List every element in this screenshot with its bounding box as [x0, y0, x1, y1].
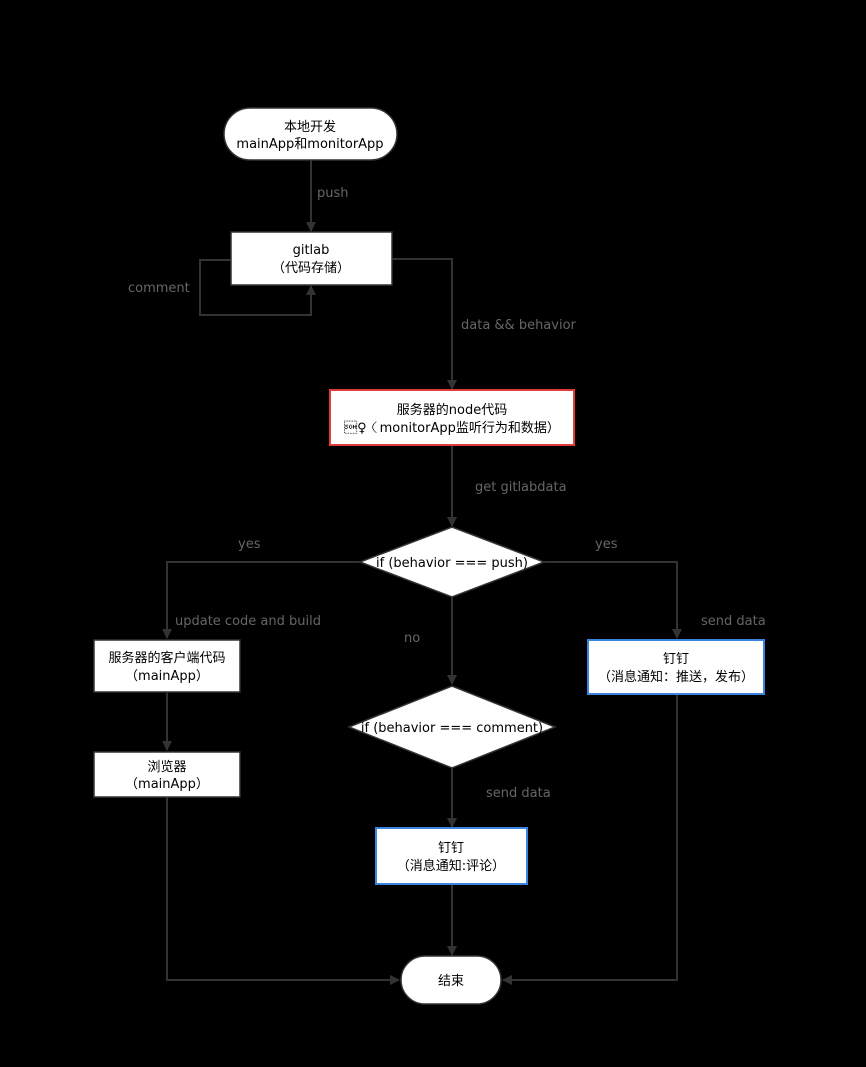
edge-decision-dingding-push [544, 561, 682, 639]
client-code-node: 服务器的客户端代码 （mainApp） [93, 639, 241, 693]
decision-comment-text: if (behavior === comment) [361, 721, 543, 736]
dingding-comment-line-1: 钉钉 [438, 841, 464, 856]
gitlab-node-line-1: gitlab [293, 243, 330, 258]
browser-line-2: （mainApp） [125, 777, 209, 792]
client-code-line-2: （mainApp） [125, 669, 209, 684]
edge-label-comment: comment [128, 281, 190, 296]
edge-gitlab-comment-loop [199, 259, 316, 316]
edge-label-no: no [404, 631, 420, 646]
start-node-line-2: mainApp和monitorApp [236, 137, 383, 152]
edge-label-get-gitlabdata: get gitlabdata [475, 480, 567, 495]
dingding-push-line-1: 钉钉 [663, 652, 689, 667]
dingding-comment-line-2: （消息通知:评论） [397, 858, 505, 874]
browser-node: 浏览器 （mainApp） [93, 751, 241, 798]
edge-label-push: push [317, 186, 349, 201]
server-node-line-1: 服务器的node代码 [397, 402, 507, 418]
edge-label-send-data-right: send data [701, 614, 766, 629]
edge-label-data-behavior: data && behavior [461, 318, 577, 333]
decision-comment-node: if (behavior === comment) [346, 685, 558, 769]
end-node-text: 结束 [438, 974, 464, 989]
edge-label-yes-right: yes [595, 537, 618, 552]
edge-gitlab-server [392, 258, 457, 390]
dingding-push-node: 钉钉 （消息通知：推送，发布） [587, 639, 765, 695]
decision-push-text: if (behavior === push) [376, 556, 528, 571]
edge-label-update-build: update code and build [175, 614, 321, 629]
gitlab-node: gitlab （代码存储） [230, 231, 393, 286]
client-code-line-1: 服务器的客户端代码 [108, 650, 225, 666]
server-node-code-node: 服务器的node代码 ♀（monitorApp监听行为和数据） [329, 389, 575, 446]
end-node: 结束 [400, 955, 502, 1005]
edge-dingding-push-end [502, 695, 678, 985]
edge-decision-client [162, 561, 360, 639]
dingding-push-line-2: （消息通知：推送，发布） [598, 669, 754, 685]
start-node: 本地开发 mainApp和monitorApp [223, 107, 398, 161]
server-node-line-2: ♀（monitorApp监听行为和数据） [344, 420, 560, 436]
start-node-line-1: 本地开发 [284, 119, 336, 135]
decision-push-node: if (behavior === push) [357, 526, 547, 598]
edge-label-yes-left: yes [238, 537, 261, 552]
gitlab-node-line-2: （代码存储） [272, 261, 350, 276]
dingding-comment-node: 钉钉 （消息通知:评论） [375, 827, 528, 885]
edge-label-send-data-mid: send data [486, 786, 551, 801]
browser-line-1: 浏览器 [147, 759, 186, 775]
edge-browser-end [166, 797, 400, 985]
